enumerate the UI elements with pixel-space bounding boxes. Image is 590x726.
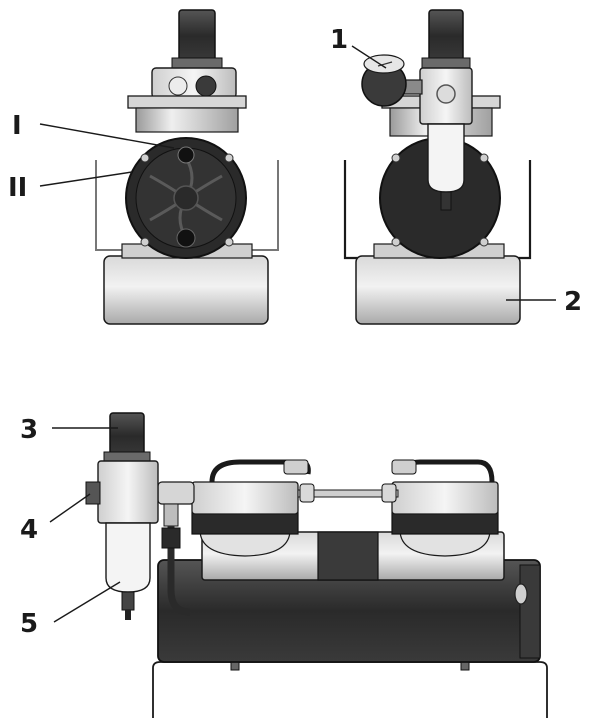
- side-view: [85, 412, 548, 718]
- filter-bowl: [105, 522, 151, 593]
- base-tank-right: [355, 255, 521, 325]
- front-view: [95, 9, 279, 325]
- base-frame: [152, 661, 548, 718]
- leader-I: [39, 123, 175, 149]
- callout-3: 3: [20, 415, 38, 445]
- callout-1: 1: [330, 25, 348, 55]
- back-view: [343, 9, 532, 325]
- callout-2: 2: [564, 287, 582, 317]
- base-tank: [103, 255, 269, 325]
- power-switch: [177, 146, 195, 164]
- valve-block: [151, 67, 237, 99]
- leader-4: [49, 493, 91, 523]
- callout-II: II: [8, 173, 27, 203]
- callout-I: I: [12, 111, 22, 141]
- leader-5: [53, 581, 121, 623]
- callout-4: 4: [20, 515, 38, 545]
- leader-II: [39, 171, 133, 187]
- air-hose: [167, 526, 191, 616]
- regulator-body-side: [97, 460, 159, 524]
- callout-5: 5: [20, 609, 38, 639]
- filter-bowl-right: [427, 123, 465, 193]
- leader-1: [351, 45, 387, 69]
- regulator-knob: [178, 9, 216, 63]
